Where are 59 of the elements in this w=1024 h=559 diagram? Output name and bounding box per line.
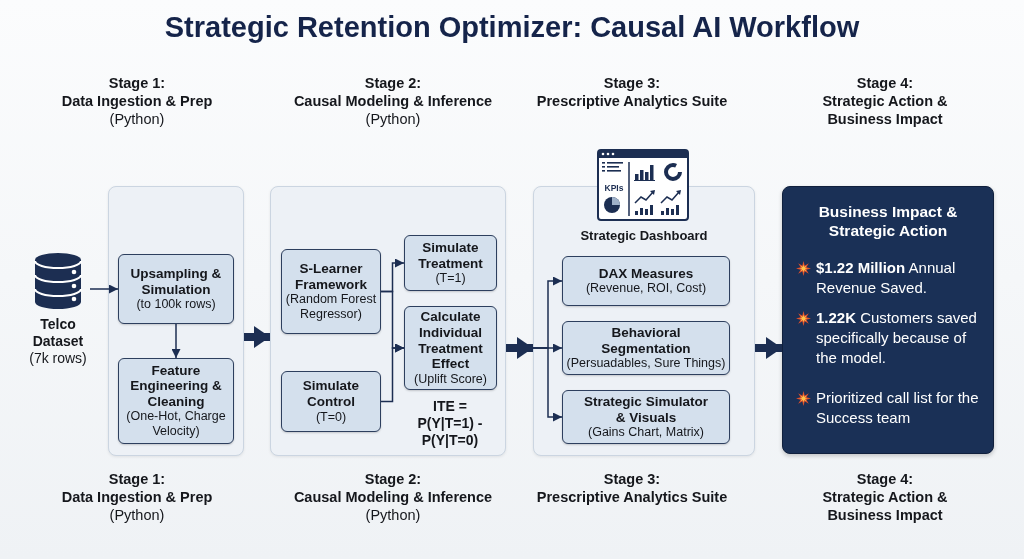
impact-panel xyxy=(782,186,994,454)
process-box xyxy=(281,371,381,432)
stage-panel xyxy=(270,186,506,456)
flow-arrow xyxy=(244,329,270,345)
step-detail: (Revenue, ROI, Cost) xyxy=(585,281,707,297)
flow-arrow xyxy=(755,340,782,356)
stage-subheading: (Python) xyxy=(109,506,165,524)
stage-panel xyxy=(108,186,244,456)
stage-heading: Stage 2: Causal Modeling & Inference xyxy=(293,470,493,506)
step-detail: (One-Hot, Charge Velocity) xyxy=(125,409,227,440)
step-title: Feature Engineering & Cleaning xyxy=(129,362,223,410)
step-detail: (Uplift Score) xyxy=(414,371,487,387)
arrow xyxy=(89,284,119,294)
process-box xyxy=(562,390,730,444)
step-title: Calculate Individual Treatment Effect xyxy=(417,309,484,372)
step-detail: (T=1) xyxy=(435,271,466,286)
stage-heading: Stage 3: Prescriptive Analytics Suite xyxy=(536,470,728,506)
flow-arrow xyxy=(506,340,533,356)
step-title: Simulate Control xyxy=(301,378,361,410)
bullet-text: 1.22K Customers saved specifically because of the model. xyxy=(816,308,978,368)
step-title: Behavioral Segmentation xyxy=(600,325,692,356)
process-box xyxy=(562,321,730,375)
stage-subheading: (Python) xyxy=(109,110,165,128)
process-box xyxy=(404,235,497,291)
process-box xyxy=(281,249,381,334)
stage-heading: Stage 2: Causal Modeling & Inference xyxy=(293,74,493,110)
stage-heading: Stage 4: Strategic Action & Business Impact xyxy=(821,470,949,524)
process-box xyxy=(562,256,730,306)
stage-heading: Stage 1: Data Ingestion & Prep xyxy=(61,470,213,506)
arrow xyxy=(380,343,405,403)
diagram-title: Strategic Retention Optimizer: Causal AI Workflow xyxy=(164,10,860,45)
kpi-label: KPIs xyxy=(604,183,624,193)
stage-subheading: (Python) xyxy=(365,506,421,524)
step-title: DAX Measures xyxy=(598,265,694,282)
stage-subheading: (Python) xyxy=(365,110,421,128)
dataset-size: (7k rows) xyxy=(29,350,87,367)
stage-panel xyxy=(533,186,755,456)
dashboard-title: Strategic Dashboard xyxy=(580,228,708,244)
panel-heading: Business Impact & Strategic Action xyxy=(817,202,959,240)
process-box xyxy=(118,358,234,444)
step-detail: (Random Forest Regressor) xyxy=(284,292,378,322)
bullet-text: $1.22 Million Annual Revenue Saved. xyxy=(816,258,957,298)
arrow xyxy=(532,347,563,422)
step-title: Strategic Simulator & Visuals xyxy=(583,394,709,425)
dataset-name: Telco Dataset xyxy=(31,316,85,350)
step-detail: (Persuadables, Sure Things) xyxy=(566,356,726,371)
stage-heading: Stage 4: Strategic Action & Business Impact xyxy=(821,74,949,128)
arrow xyxy=(171,323,181,359)
bullet-text: Prioritized call list for the Success team xyxy=(816,388,980,428)
step-detail: (T=0) xyxy=(315,409,347,425)
step-title: Upsampling & Simulation xyxy=(129,266,223,297)
step-detail: (Gains Chart, Matrix) xyxy=(588,425,704,440)
step-detail: (to 100k rows) xyxy=(136,297,216,312)
process-box xyxy=(118,254,234,324)
stage-heading: Stage 3: Prescriptive Analytics Suite xyxy=(536,74,728,110)
step-title: Simulate Treatment xyxy=(417,240,484,271)
step-title: S-Learner Framework xyxy=(294,261,368,292)
formula-text: ITE = P(Y|T=1) - P(Y|T=0) xyxy=(416,397,484,449)
stage-heading: Stage 1: Data Ingestion & Prep xyxy=(61,74,213,110)
